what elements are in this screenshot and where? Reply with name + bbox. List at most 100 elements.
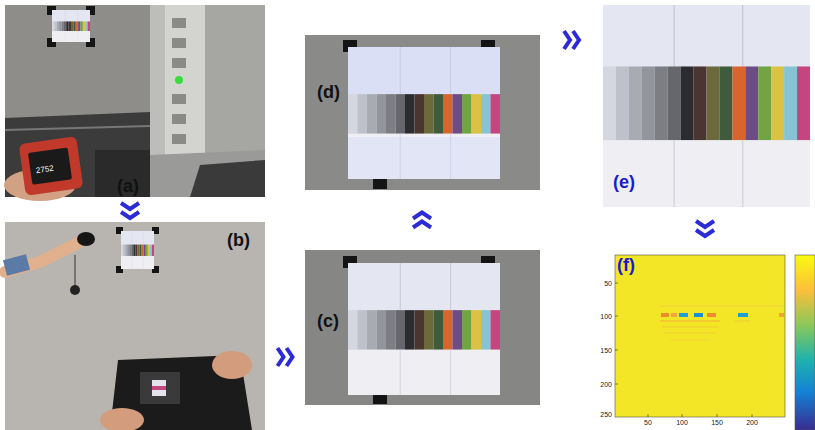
chevron-arrow [121,199,139,222]
axis-tick-label: 50 [604,280,612,287]
illustration-part [190,160,265,197]
chevron-arrow [265,348,305,366]
illustration-part [5,5,150,197]
axis-tick-label: 150 [600,347,612,354]
illustration-part [738,313,748,317]
illustration-part [648,414,649,417]
illustration-part [615,350,618,351]
illustration-part [694,313,703,317]
photo-color-strip-crop [603,0,810,225]
illustration-part [5,126,150,130]
illustration-part [140,372,180,404]
illustration-part [172,38,186,48]
illustration-part [152,380,166,396]
illustration-part [662,327,718,328]
illustration-part [172,18,186,28]
panel-label: (e) [613,173,635,191]
illustration-part [172,134,186,144]
illustration-part [603,0,810,225]
illustration-part [172,114,186,124]
photo-instrument-panel [150,5,265,197]
illustration-part [615,384,618,385]
panel-label: (d) [317,83,340,101]
illustration-part [70,285,80,295]
illustration-part [603,0,810,225]
illustration-part [735,321,750,322]
illustration-part [75,255,76,285]
axis-tick-label: 50 [644,419,652,426]
illustration-part [100,408,144,430]
illustration-part [682,414,683,417]
chevron-arrow [696,207,714,250]
illustration-part [615,283,618,284]
illustration-part [348,47,500,94]
figure-panel: (d) [305,35,540,190]
axis-tick-label: 100 [676,419,688,426]
axis-tick-label: 200 [600,381,612,388]
figure-panel: (c) [305,250,540,405]
illustration-part [172,58,186,68]
illustration-part [152,386,166,390]
illustration-part [664,333,716,334]
illustration-part [671,313,677,317]
figure-panel: (b) [5,222,265,430]
illustration-part [28,148,72,185]
illustration-part [95,150,150,197]
illustration-part [150,5,265,197]
illustration-part [615,255,785,417]
illustration-part [305,250,540,405]
chevron-arrow [413,190,431,250]
illustration-part [660,320,720,322]
axis-tick-label: 150 [711,419,723,426]
panel-label: (f) [617,256,635,274]
axis-tick-label: 250 [600,411,612,418]
illustration-part [679,313,688,317]
illustration-part [212,351,252,379]
panel-label: (b) [227,231,250,249]
illustration-part [779,313,784,317]
figure-panel: (f) [603,250,815,430]
illustration-part [5,262,28,268]
photo-meter [4,5,150,201]
axis-tick-label: 200 [746,419,758,426]
illustration-part [348,47,500,179]
heatmap-plot [615,255,815,430]
illustration-part [52,10,90,42]
axis-tick-label: 100 [600,313,612,320]
illustration-part [77,232,95,246]
illustration-part [19,136,84,196]
illustration-part [661,313,669,317]
illustration-part [717,414,718,417]
illustration-part [175,76,183,84]
illustration-part [660,306,784,307]
illustration-part [752,414,753,417]
illustration-part [5,112,150,197]
illustration-part [150,150,265,197]
illustration-part [172,94,186,104]
illustration-part [795,255,815,430]
chevron-arrow [540,31,603,49]
illustration-part [5,243,78,272]
meter-reading: 2752 [36,165,55,175]
photo-chart-raw [305,250,540,405]
illustration-part [348,263,500,395]
illustration-part [670,340,710,341]
illustration-part [121,231,154,269]
photo-capture-setup [5,222,265,430]
illustration-part [205,5,265,155]
illustration-part [348,137,500,179]
illustration-part [165,5,205,155]
illustration-part [707,313,716,317]
illustration-part [348,263,500,395]
illustration-part [305,35,540,190]
figure-panel: (e) [603,5,810,207]
illustration-part [5,222,265,430]
illustration-part [121,231,154,269]
panel-label: (c) [317,312,339,330]
illustration-part [348,47,500,179]
panel-label: (a) [117,177,139,195]
illustration-part [615,316,618,317]
